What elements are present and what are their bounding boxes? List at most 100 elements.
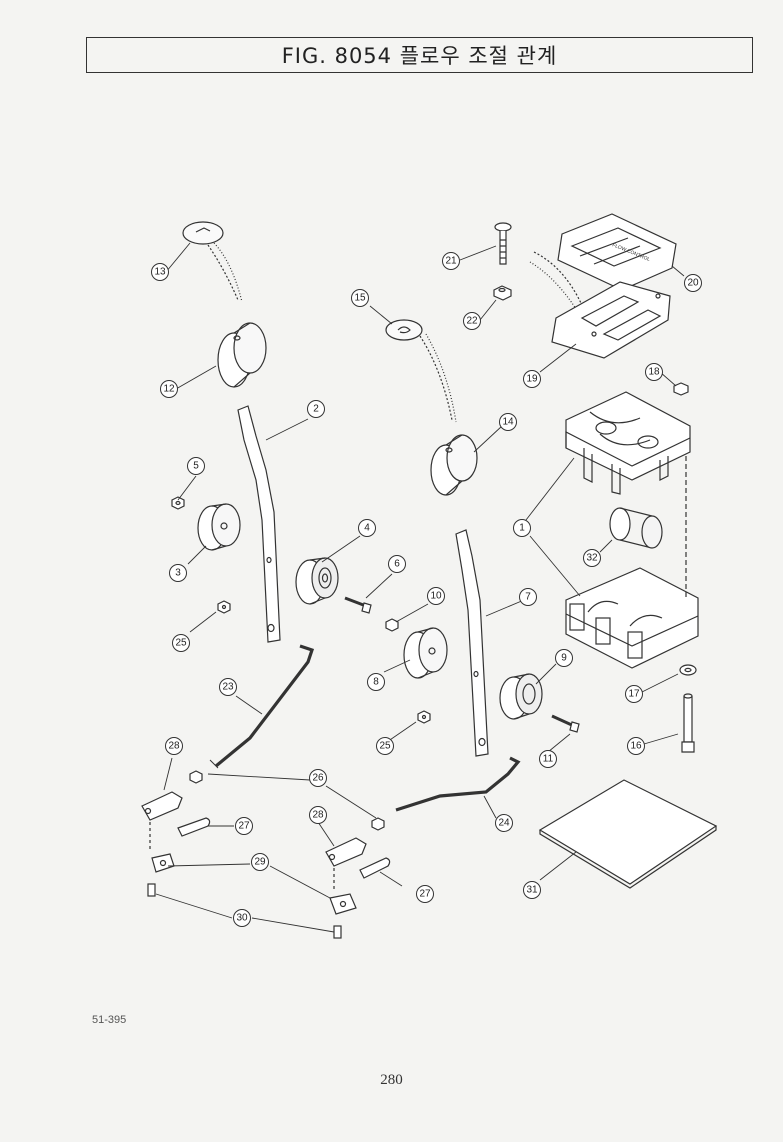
callout-29: 29: [251, 853, 269, 871]
svg-text:7: 7: [525, 592, 531, 603]
part-12-knob: [217, 322, 267, 388]
drawing-code: 51-395: [92, 1014, 127, 1026]
callout-28-right: 28: [309, 806, 327, 824]
svg-text:27: 27: [238, 821, 250, 832]
part-26-nut-a: [189, 770, 203, 784]
callout-15: 15: [351, 289, 369, 307]
callout-13: 13: [151, 263, 169, 281]
svg-text:28: 28: [168, 741, 180, 752]
figure-title-box: FIG. 8054 플로우 조절 관계: [86, 37, 753, 73]
callout-26: 26: [309, 769, 327, 787]
part-14-knob: [430, 434, 478, 496]
part-10-nut: [385, 618, 399, 632]
svg-text:4: 4: [364, 523, 370, 534]
callout-23: 23: [219, 678, 237, 696]
part-1-housing-lower: [565, 567, 699, 669]
page-number: 280: [380, 1072, 403, 1088]
svg-text:28: 28: [312, 810, 324, 821]
part-29-swivel-left: [151, 853, 175, 873]
part-15-cap: [385, 319, 457, 423]
callout-11: 11: [539, 750, 557, 768]
svg-text:12: 12: [163, 384, 175, 395]
part-17-washer: [679, 664, 697, 676]
callout-6: 6: [388, 555, 406, 573]
svg-text:16: 16: [630, 741, 642, 752]
svg-text:8: 8: [373, 677, 379, 688]
figure-title: FIG. 8054 플로우 조절 관계: [281, 44, 558, 68]
part-9-roller: [499, 673, 543, 720]
callout-24: 24: [495, 814, 513, 832]
part-28-clevis-right: [325, 837, 367, 892]
svg-text:11: 11: [543, 754, 554, 765]
callout-25-left: 25: [172, 634, 190, 652]
callout-1: 1: [513, 519, 531, 537]
part-4-roller: [295, 557, 339, 605]
svg-text:17: 17: [628, 689, 640, 700]
svg-text:23: 23: [222, 682, 234, 693]
svg-text:31: 31: [526, 885, 538, 896]
svg-text:30: 30: [236, 913, 248, 924]
svg-text:26: 26: [312, 773, 324, 784]
svg-text:21: 21: [445, 256, 457, 267]
callout-31: 31: [523, 881, 541, 899]
part-16-bolt: [681, 693, 695, 753]
callout-22: 22: [463, 312, 481, 330]
svg-text:20: 20: [687, 278, 699, 289]
part-6-screw: [344, 596, 372, 614]
part-28-clevis-left: [141, 791, 183, 852]
callout-7: 7: [519, 588, 537, 606]
svg-text:2: 2: [313, 404, 319, 415]
svg-text:24: 24: [498, 818, 510, 829]
callout-20: 20: [684, 274, 702, 292]
svg-text:18: 18: [648, 367, 660, 378]
part-5-nut: [171, 496, 185, 510]
callout-8: 8: [367, 673, 385, 691]
callout-32: 32: [583, 549, 601, 567]
part-25-nut-center: [417, 710, 431, 724]
callout-12: 12: [160, 380, 178, 398]
part-7-lever: [455, 529, 489, 757]
svg-text:32: 32: [586, 553, 598, 564]
callout-4: 4: [358, 519, 376, 537]
part-8-cam: [403, 627, 448, 679]
svg-text:25: 25: [379, 741, 391, 752]
part-13-cap: [182, 221, 243, 303]
svg-text:14: 14: [502, 417, 514, 428]
callout-25-center: 25: [376, 737, 394, 755]
part-3-cam: [197, 503, 241, 551]
callout-19: 19: [523, 370, 541, 388]
part-30-setscrew-left: [147, 883, 156, 897]
svg-text:25: 25: [175, 638, 187, 649]
svg-text:1: 1: [519, 523, 525, 534]
svg-text:19: 19: [526, 374, 538, 385]
callout-28-left: 28: [165, 737, 183, 755]
part-23-rod: [209, 644, 315, 769]
callout-2: 2: [307, 400, 325, 418]
svg-text:6: 6: [394, 559, 400, 570]
callout-3: 3: [169, 564, 187, 582]
part-31-gasket: [538, 779, 718, 889]
svg-text:22: 22: [466, 316, 478, 327]
callout-18: 18: [645, 363, 663, 381]
part-27-clip-left: [177, 817, 211, 837]
callout-27-left: 27: [235, 817, 253, 835]
part-32-roller: [609, 507, 663, 549]
part-24-rod: [395, 756, 521, 812]
part-11-screw: [551, 714, 580, 733]
callout-9: 9: [555, 649, 573, 667]
svg-text:5: 5: [193, 461, 199, 472]
part-22-nut: [493, 285, 512, 301]
callouts: 13 12 2 5 3 4 25 6 10 23 8 28 26 27 28 2…: [151, 252, 702, 927]
part-2-lever: [237, 405, 281, 643]
svg-text:10: 10: [430, 591, 442, 602]
part-30-setscrew-right: [333, 925, 342, 939]
svg-text:13: 13: [154, 267, 166, 278]
callout-27-right: 27: [416, 885, 434, 903]
svg-text:9: 9: [561, 653, 567, 664]
callout-30: 30: [233, 909, 251, 927]
part-21-screw: [494, 222, 512, 265]
callout-10: 10: [427, 587, 445, 605]
callout-16: 16: [627, 737, 645, 755]
svg-text:3: 3: [175, 568, 181, 579]
